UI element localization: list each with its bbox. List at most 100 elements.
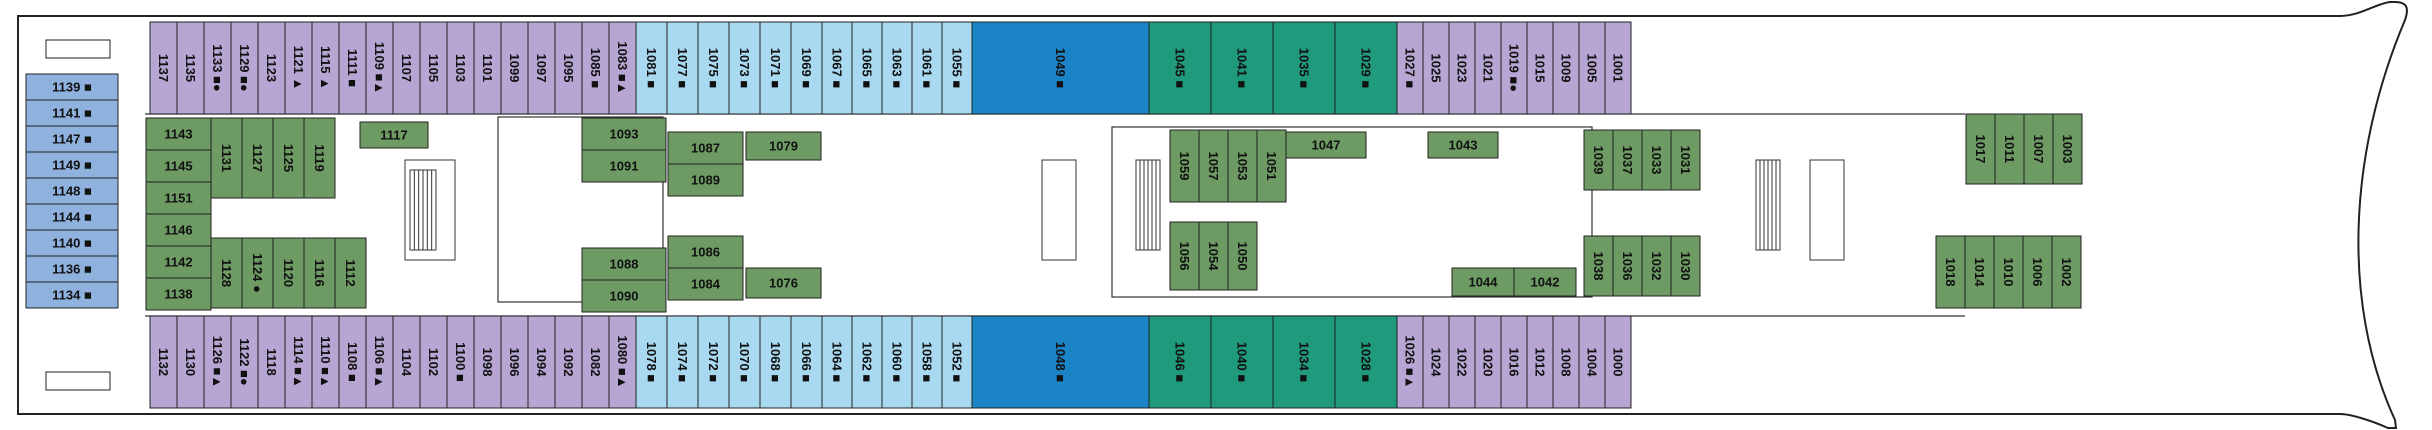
cabin-1043[interactable]: 1043 [1427, 131, 1499, 159]
cabin-1060[interactable]: 1060 ■ [881, 315, 913, 409]
cabin-1131[interactable]: 1131 [210, 117, 243, 199]
cabin-1032[interactable]: 1032 [1641, 235, 1672, 297]
cabin-1040[interactable]: 1040 ■ [1210, 315, 1274, 409]
cabin-1047[interactable]: 1047 [1285, 131, 1367, 159]
cabin-1109[interactable]: 1109 ■▲ [365, 21, 394, 115]
cabin-1015[interactable]: 1015 [1526, 21, 1554, 115]
cabin-1064[interactable]: 1064 ■ [821, 315, 853, 409]
cabin-1021[interactable]: 1021 [1474, 21, 1502, 115]
cabin-1142[interactable]: 1142 [145, 245, 212, 279]
cabin-1035[interactable]: 1035 ■ [1272, 21, 1336, 115]
cabin-1073[interactable]: 1073 ■ [728, 21, 761, 115]
cabin-1100[interactable]: 1100 ■ [446, 315, 475, 409]
cabin-1098[interactable]: 1098 [473, 315, 502, 409]
cabin-1101[interactable]: 1101 [473, 21, 502, 115]
cabin-1053[interactable]: 1053 [1227, 129, 1258, 203]
cabin-1117[interactable]: 1117 [359, 121, 429, 149]
cabin-1036[interactable]: 1036 [1612, 235, 1643, 297]
cabin-1080[interactable]: 1080 ■▲ [608, 315, 637, 409]
cabin-1081[interactable]: 1081 ■ [635, 21, 668, 115]
cabin-1088[interactable]: 1088 [581, 247, 667, 281]
cabin-1138[interactable]: 1138 [145, 277, 212, 311]
cabin-1093[interactable]: 1093 [581, 117, 667, 151]
cabin-1042[interactable]: 1042 [1513, 267, 1577, 297]
cabin-1074[interactable]: 1074 ■ [666, 315, 699, 409]
cabin-1019[interactable]: 1019 ■● [1500, 21, 1528, 115]
cabin-1141[interactable]: 1141 ■ [25, 99, 119, 127]
cabin-1085[interactable]: 1085 ■ [581, 21, 610, 115]
cabin-1038[interactable]: 1038 [1583, 235, 1614, 297]
cabin-1094[interactable]: 1094 [527, 315, 556, 409]
cabin-1008[interactable]: 1008 [1552, 315, 1580, 409]
cabin-1111[interactable]: 1111 ■ [338, 21, 367, 115]
cabin-1095[interactable]: 1095 [554, 21, 583, 115]
cabin-1029[interactable]: 1029 ■ [1334, 21, 1398, 115]
cabin-1133[interactable]: 1133 ■● [203, 21, 232, 115]
cabin-1097[interactable]: 1097 [527, 21, 556, 115]
cabin-1059[interactable]: 1059 [1169, 129, 1200, 203]
cabin-1135[interactable]: 1135 [176, 21, 205, 115]
cabin-1050[interactable]: 1050 [1227, 221, 1258, 291]
cabin-1079[interactable]: 1079 [745, 131, 822, 161]
cabin-1017[interactable]: 1017 [1965, 113, 1996, 185]
cabin-1022[interactable]: 1022 [1448, 315, 1476, 409]
cabin-1143[interactable]: 1143 [145, 117, 212, 151]
cabin-1044[interactable]: 1044 [1451, 267, 1515, 297]
cabin-1096[interactable]: 1096 [500, 315, 529, 409]
cabin-1054[interactable]: 1054 [1198, 221, 1229, 291]
cabin-1016[interactable]: 1016 [1500, 315, 1528, 409]
cabin-1148[interactable]: 1148 ■ [25, 177, 119, 205]
cabin-1048[interactable]: 1048 ■ [971, 315, 1150, 409]
cabin-1087[interactable]: 1087 [667, 131, 744, 165]
cabin-1045[interactable]: 1045 ■ [1148, 21, 1212, 115]
cabin-1136[interactable]: 1136 ■ [25, 255, 119, 283]
cabin-1140[interactable]: 1140 ■ [25, 229, 119, 257]
cabin-1010[interactable]: 1010 [1993, 235, 2024, 309]
cabin-1051[interactable]: 1051 [1256, 129, 1287, 203]
cabin-1065[interactable]: 1065 ■ [851, 21, 883, 115]
cabin-1004[interactable]: 1004 [1578, 315, 1606, 409]
cabin-1005[interactable]: 1005 [1578, 21, 1606, 115]
cabin-1137[interactable]: 1137 [149, 21, 178, 115]
cabin-1026[interactable]: 1026 ■▲ [1396, 315, 1424, 409]
cabin-1078[interactable]: 1078 ■ [635, 315, 668, 409]
cabin-1007[interactable]: 1007 [2023, 113, 2054, 185]
cabin-1151[interactable]: 1151 [145, 181, 212, 215]
cabin-1149[interactable]: 1149 ■ [25, 151, 119, 179]
cabin-1120[interactable]: 1120 [272, 237, 305, 309]
cabin-1099[interactable]: 1099 [500, 21, 529, 115]
cabin-1066[interactable]: 1066 ■ [790, 315, 823, 409]
cabin-1069[interactable]: 1069 ■ [790, 21, 823, 115]
cabin-1009[interactable]: 1009 [1552, 21, 1580, 115]
cabin-1025[interactable]: 1025 [1422, 21, 1450, 115]
cabin-1106[interactable]: 1106 ■▲ [365, 315, 394, 409]
cabin-1123[interactable]: 1123 [257, 21, 286, 115]
cabin-1072[interactable]: 1072 ■ [697, 315, 730, 409]
cabin-1018[interactable]: 1018 [1935, 235, 1966, 309]
cabin-1119[interactable]: 1119 [303, 117, 336, 199]
cabin-1082[interactable]: 1082 [581, 315, 610, 409]
cabin-1089[interactable]: 1089 [667, 163, 744, 197]
cabin-1068[interactable]: 1068 ■ [759, 315, 792, 409]
cabin-1083[interactable]: 1083 ■▲ [608, 21, 637, 115]
cabin-1115[interactable]: 1115 ▲ [311, 21, 340, 115]
cabin-1092[interactable]: 1092 [554, 315, 583, 409]
cabin-1006[interactable]: 1006 [2022, 235, 2053, 309]
cabin-1076[interactable]: 1076 [745, 267, 822, 299]
cabin-1011[interactable]: 1011 [1994, 113, 2025, 185]
cabin-1144[interactable]: 1144 ■ [25, 203, 119, 231]
cabin-1014[interactable]: 1014 [1964, 235, 1995, 309]
cabin-1147[interactable]: 1147 ■ [25, 125, 119, 153]
cabin-1030[interactable]: 1030 [1670, 235, 1701, 297]
cabin-1028[interactable]: 1028 ■ [1334, 315, 1398, 409]
cabin-1103[interactable]: 1103 [446, 21, 475, 115]
cabin-1112[interactable]: 1112 [334, 237, 367, 309]
cabin-1104[interactable]: 1104 [392, 315, 421, 409]
cabin-1049[interactable]: 1049 ■ [971, 21, 1150, 115]
cabin-1001[interactable]: 1001 [1604, 21, 1632, 115]
cabin-1090[interactable]: 1090 [581, 279, 667, 313]
cabin-1046[interactable]: 1046 ■ [1148, 315, 1212, 409]
cabin-1125[interactable]: 1125 [272, 117, 305, 199]
cabin-1118[interactable]: 1118 [257, 315, 286, 409]
cabin-1139[interactable]: 1139 ■ [25, 73, 119, 101]
